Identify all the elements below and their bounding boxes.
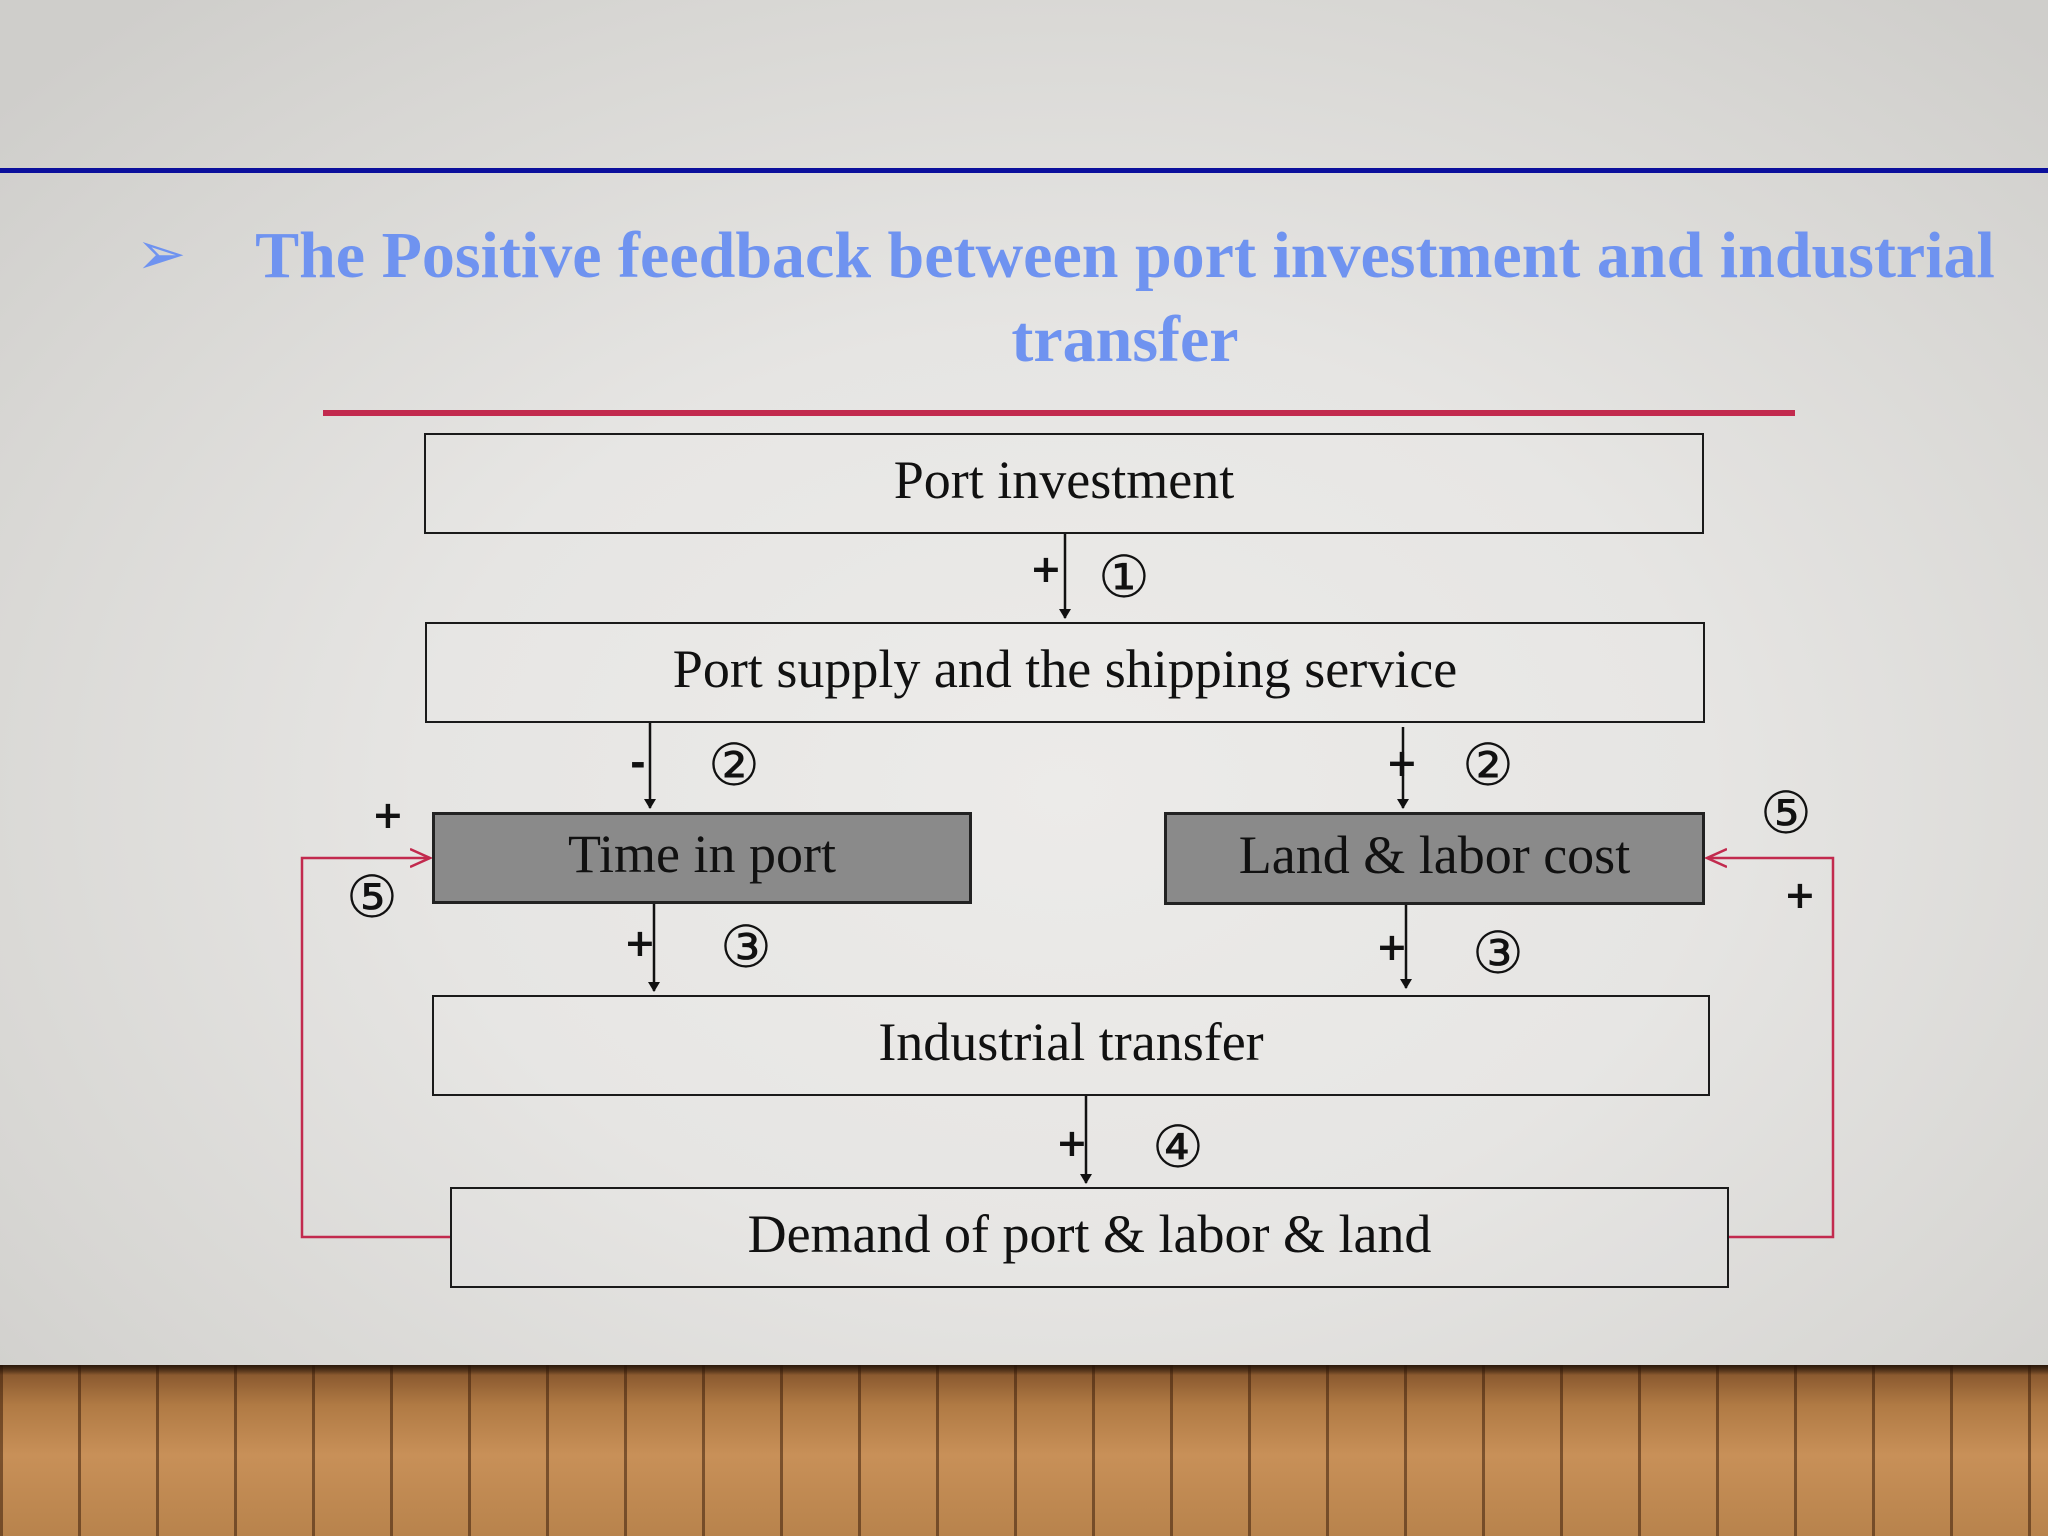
edge-3-left-number: ③ bbox=[720, 913, 772, 981]
title-text: The Positive feedback between port inves… bbox=[255, 219, 1995, 376]
edge-2-right-sign: + bbox=[1386, 741, 1418, 785]
node-port-investment: Port investment bbox=[424, 433, 1704, 534]
node-port-supply: Port supply and the shipping service bbox=[425, 622, 1705, 723]
edge-3-left-sign: + bbox=[624, 921, 656, 965]
node-label: Land & labor cost bbox=[1238, 824, 1631, 885]
edge-5-right-number: ⑤ bbox=[1760, 779, 1812, 847]
edge-3-right-sign: + bbox=[1376, 925, 1408, 969]
edge-1-number: ① bbox=[1098, 543, 1150, 611]
arrow-bullet-icon: ➢ bbox=[136, 219, 187, 289]
floor-shadow bbox=[0, 1365, 2048, 1375]
edge-5-left-number: ⑤ bbox=[346, 863, 398, 931]
edge-2-left-sign: - bbox=[630, 741, 646, 785]
edge-2-right-number: ② bbox=[1462, 731, 1514, 799]
edge-5-left-sign: + bbox=[372, 793, 404, 837]
top-divider-line bbox=[0, 168, 2048, 173]
title-underline bbox=[323, 410, 1795, 416]
edge-4-sign: + bbox=[1056, 1121, 1088, 1165]
node-label: Port supply and the shipping service bbox=[672, 638, 1458, 699]
node-land-labor-cost: Land & labor cost bbox=[1164, 812, 1705, 905]
edge-2-left-number: ② bbox=[708, 731, 760, 799]
node-time-in-port: Time in port bbox=[432, 812, 972, 904]
slide-background: ➢ The Positive feedback between port inv… bbox=[0, 0, 2048, 1365]
node-label: Demand of port & labor & land bbox=[747, 1203, 1432, 1264]
node-industrial-transfer: Industrial transfer bbox=[432, 995, 1710, 1096]
node-label: Time in port bbox=[567, 824, 837, 884]
edge-1-sign: + bbox=[1030, 547, 1062, 591]
wood-floor-background bbox=[0, 1365, 2048, 1536]
edge-5-right-sign: + bbox=[1784, 873, 1816, 917]
node-label: Industrial transfer bbox=[878, 1011, 1264, 1072]
node-demand: Demand of port & labor & land bbox=[450, 1187, 1729, 1288]
edge-4-number: ④ bbox=[1152, 1113, 1204, 1181]
edge-3-right-number: ③ bbox=[1472, 919, 1524, 987]
node-label: Port investment bbox=[893, 449, 1235, 510]
slide-title: ➢ The Positive feedback between port inv… bbox=[130, 214, 2030, 376]
